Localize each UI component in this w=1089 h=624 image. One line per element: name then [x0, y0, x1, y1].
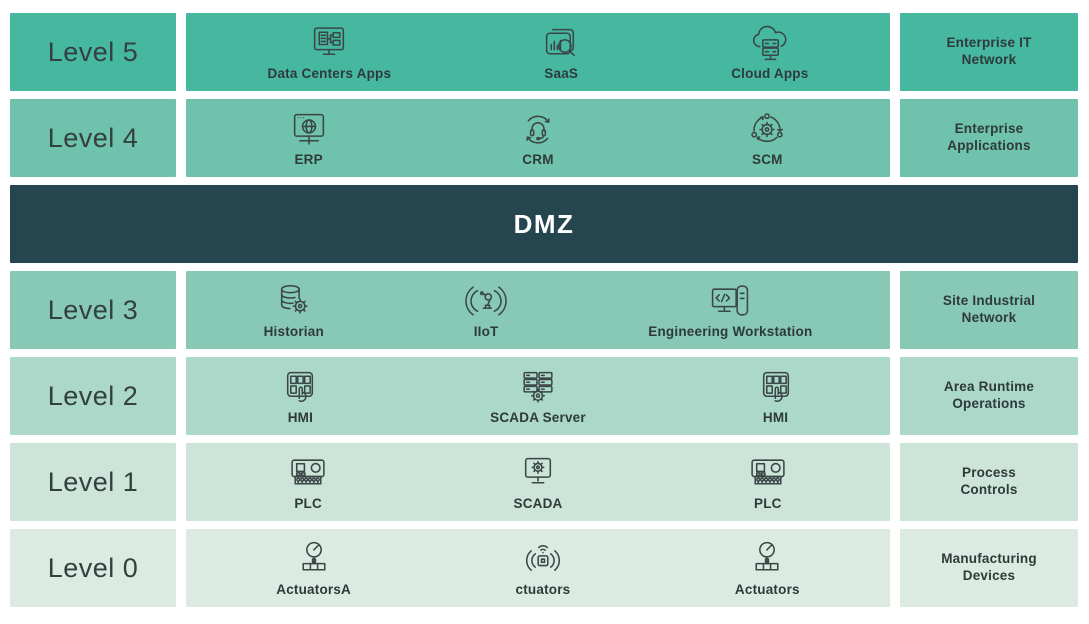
level-2-network-box: Area Runtime Operations: [900, 357, 1078, 435]
level-3-item-caption: Historian: [263, 324, 324, 339]
level-1-item-plc: PLC: [745, 453, 791, 511]
level-1-network-label: Process Controls: [960, 465, 1018, 497]
level-1-label-box: Level 1: [10, 443, 176, 521]
level-1-label: Level 1: [47, 466, 139, 497]
level-5-systems-box: Data Centers Apps SaaS Cloud Apps: [186, 13, 890, 91]
erp-icon: [286, 109, 332, 150]
level-3-label-box: Level 3: [10, 271, 176, 349]
level-2-item-caption: HMI: [762, 410, 789, 425]
level-3-item-caption: Engineering Workstation: [648, 324, 813, 339]
level-0-item-caption: ActuatorsA: [276, 582, 352, 597]
hmi-icon: [753, 367, 799, 408]
level-1-network-box: Process Controls: [900, 443, 1078, 521]
plc-icon: [745, 453, 791, 494]
level-5-item-caption: SaaS: [544, 66, 579, 81]
gauge-actuator-icon: [291, 539, 337, 580]
level-3-label: Level 3: [47, 294, 139, 325]
level-0-label-box: Level 0: [10, 529, 176, 607]
iiot-icon: [463, 281, 509, 322]
level-0-network-label: Manufacturing Devices: [941, 551, 1037, 583]
crm-icon: [515, 109, 561, 150]
level-4-item-erp: ERP: [286, 109, 332, 167]
level-3-item-iiot: IIoT: [463, 281, 509, 339]
level-1-systems-box: PLC SCADA PLC: [186, 443, 890, 521]
level-2-item-caption: HMI: [287, 410, 314, 425]
level-1-item-scada: SCADA: [513, 453, 562, 511]
cloud-apps-icon: [747, 23, 793, 64]
level-0-item-caption: Actuators: [734, 582, 800, 597]
level-2-item-caption: SCADA Server: [490, 410, 586, 425]
level-5-item-saas: SaaS: [538, 23, 584, 81]
level-1-item-caption: PLC: [754, 496, 782, 511]
level-5-item-cloud-apps: Cloud Apps: [731, 23, 808, 81]
level-4-item-scm: SCM: [744, 109, 790, 167]
gauge-actuator-icon: [744, 539, 790, 580]
level-3-network-label: Site Industrial Network: [942, 293, 1036, 325]
level-4-network-box: Enterprise Applications: [900, 99, 1078, 177]
level-0-network-box: Manufacturing Devices: [900, 529, 1078, 607]
engineering-workstation-icon: [707, 281, 753, 322]
level-5-item-caption: Data Centers Apps: [267, 66, 392, 81]
level-4-item-crm: CRM: [515, 109, 561, 167]
level-2-item-hmi: HMI: [753, 367, 799, 425]
dmz-band: DMZ: [10, 185, 1078, 263]
level-5-label-box: Level 5: [10, 13, 176, 91]
level-2-systems-box: HMI SCADA Server HMI: [186, 357, 890, 435]
level-4-systems-box: ERP CRM SCM: [186, 99, 890, 177]
level-5-label: Level 5: [47, 36, 139, 67]
level-4-item-caption: ERP: [294, 152, 323, 167]
level-3-item-caption: IIoT: [473, 324, 499, 339]
level-0-item-ctuators: ctuators: [516, 539, 571, 597]
level-0-label: Level 0: [47, 552, 139, 583]
level-1-item-caption: PLC: [294, 496, 322, 511]
level-3-network-box: Site Industrial Network: [900, 271, 1078, 349]
level-3-item-historian: Historian: [264, 281, 324, 339]
level-4-item-caption: SCM: [752, 152, 783, 167]
historian-icon: [271, 281, 317, 322]
scm-icon: [744, 109, 790, 150]
level-2-network-label: Area Runtime Operations: [943, 379, 1035, 411]
level-5-network-box: Enterprise IT Network: [900, 13, 1078, 91]
level-4-label-box: Level 4: [10, 99, 176, 177]
level-0-item-caption: ctuators: [515, 582, 571, 597]
level-4-item-caption: CRM: [522, 152, 554, 167]
level-4-network-label: Enterprise Applications: [947, 121, 1031, 153]
level-2-label-box: Level 2: [10, 357, 176, 435]
plc-icon: [285, 453, 331, 494]
level-5-item-data-centers-apps: Data Centers Apps: [268, 23, 392, 81]
level-5-item-caption: Cloud Apps: [731, 66, 809, 81]
level-1-item-plc: PLC: [285, 453, 331, 511]
wireless-sensor-icon: [520, 539, 566, 580]
scada-server-icon: [515, 367, 561, 408]
level-2-item-scada-server: SCADA Server: [490, 367, 586, 425]
level-2-label: Level 2: [47, 380, 139, 411]
level-4-label: Level 4: [47, 122, 139, 153]
dmz-label: DMZ: [513, 208, 575, 239]
level-0-item-actuatorsa: ActuatorsA: [276, 539, 351, 597]
level-3-item-engineering-workstation: Engineering Workstation: [648, 281, 812, 339]
level-3-systems-box: Historian IIoT Engineering Workstation: [186, 271, 890, 349]
level-1-item-caption: SCADA: [513, 496, 563, 511]
scada-icon: [515, 453, 561, 494]
data-centers-apps-icon: [306, 23, 352, 64]
saas-icon: [538, 23, 584, 64]
level-0-item-actuators: Actuators: [735, 539, 800, 597]
level-5-network-label: Enterprise IT Network: [946, 35, 1032, 67]
hmi-icon: [277, 367, 323, 408]
level-2-item-hmi: HMI: [277, 367, 323, 425]
